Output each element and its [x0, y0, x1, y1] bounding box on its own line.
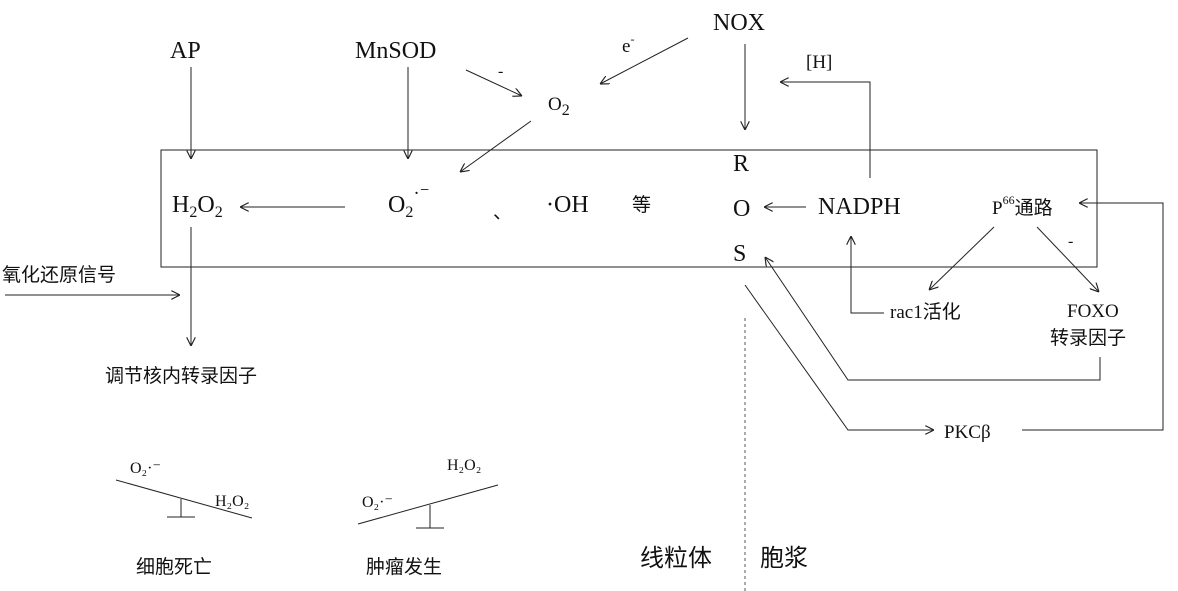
redox-signal-label: 氧化还原信号: [2, 264, 116, 286]
seesaw2-right-label: H₂O₂: [447, 457, 481, 474]
seesaw1-right-label: H₂O₂: [215, 493, 249, 510]
ros-r: R: [733, 151, 749, 177]
ap-label: AP: [170, 38, 201, 64]
nox-label: NOX: [713, 10, 765, 36]
foxo-tf-label: 转录因子: [1050, 327, 1126, 349]
ros-s: S: [733, 241, 746, 267]
seesaw2-left-label: O₂·⁻: [362, 494, 393, 511]
nuclear-tf-label: 调节核内转录因子: [105, 365, 257, 387]
foxo-to-ros-arrow: [765, 257, 1101, 381]
h-bracket-label: [H]: [806, 52, 832, 73]
pkcb-to-p66-arrow: [1022, 203, 1164, 431]
arrows: [5, 37, 1164, 431]
electron-label: e-: [622, 32, 634, 57]
h2o2-label: H2O2: [172, 192, 223, 221]
nadph-label: NADPH: [818, 194, 901, 220]
mitochondria-label: 线粒体: [640, 545, 712, 572]
p66-pathway-label: P66通路: [992, 193, 1053, 219]
mitochondria-box: [160, 149, 1098, 268]
o2-to-superoxide-arrow: [460, 120, 532, 172]
seesaw1-left-label: O₂·⁻: [130, 460, 161, 477]
p66-to-foxo-arrow: [1036, 226, 1099, 292]
pkcb-label: PKCβ: [944, 422, 991, 443]
nadph-to-h-arrow: [780, 82, 871, 178]
p66-to-rac1-arrow: [929, 226, 995, 290]
tumor-label: 肿瘤发生: [366, 556, 442, 578]
rac1-to-nadph-arrow: [851, 236, 884, 314]
mnsod-label: MnSOD: [355, 38, 436, 64]
ros-to-pkcb-arrow: [744, 284, 934, 430]
rac1-label: rac1活化: [890, 301, 961, 323]
cell-death-label: 细胞死亡: [136, 556, 212, 578]
nox-to-o2-arrow: [600, 37, 689, 84]
ros-o: O: [733, 196, 750, 222]
foxo-label: FOXO: [1067, 301, 1119, 322]
mnsod-to-o2-arrow: [465, 69, 522, 96]
etc-label: 等: [632, 194, 651, 216]
mnsod-minus: -: [498, 63, 503, 80]
superoxide-label: O2·⁻: [388, 183, 430, 221]
hydroxyl-label: ·OH: [546, 192, 589, 218]
cytoplasm-label: 胞浆: [760, 545, 808, 572]
separator-mark: 、: [493, 202, 512, 223]
tumor-seesaw: O₂·⁻ H₂O₂: [357, 457, 499, 529]
cell-death-seesaw: O₂·⁻ H₂O₂: [115, 460, 253, 519]
foxo-minus: -: [1068, 233, 1073, 250]
o2-label: O2: [548, 94, 570, 119]
